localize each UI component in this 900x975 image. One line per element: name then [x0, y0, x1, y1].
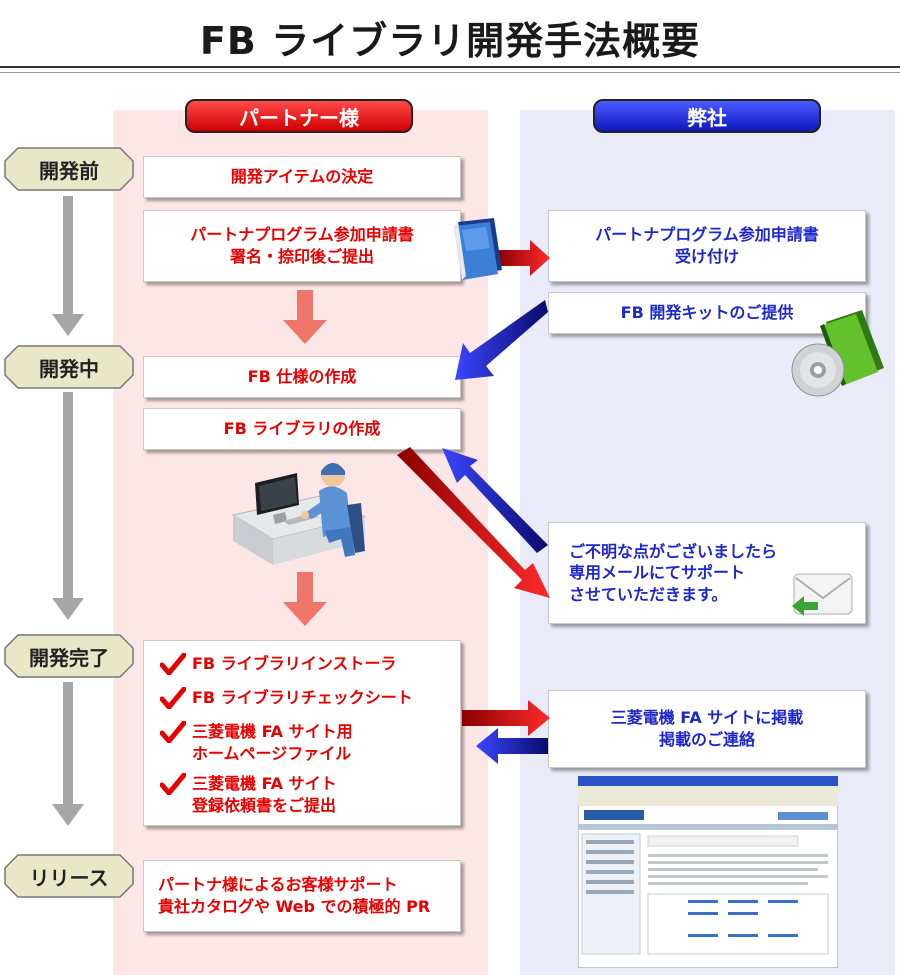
checklist-item-text: FB ライブラリインストーラ [192, 654, 397, 673]
box-mail-support-line1: ご不明な点がございましたら [569, 541, 778, 561]
check-icon [160, 653, 186, 675]
title-rule-thin [0, 72, 900, 73]
stage-release: リリース [4, 854, 134, 898]
stage-octagon-shape [4, 345, 134, 389]
checklist-item: 三菱電機 FA サイト 登録依頼書をご提出 [160, 773, 337, 816]
box-release-support-line1: パートナ様によるお客様サポート [158, 875, 398, 895]
checklist-item: FB ライブラリチェックシート [160, 687, 413, 709]
check-icon [160, 773, 186, 795]
arrow-library-to-support [397, 447, 550, 598]
stage-development-complete: 開発完了 [4, 634, 134, 678]
cd-package-icon [791, 310, 884, 397]
box-create-library: FB ライブラリの作成 [143, 408, 461, 450]
box-release-support: パートナ様によるお客様サポート 貴社カタログや Web での積極的 PR [143, 860, 461, 932]
box-decide-item: 開発アイテムの決定 [143, 156, 461, 198]
page-title: FB ライブラリ開発手法概要 [199, 19, 701, 63]
arrow-submit-to-receive [498, 240, 550, 276]
arrow-deliver-to-publish [462, 700, 550, 736]
book-icon [454, 218, 502, 280]
box-publish-site-line1: 三菱電機 FA サイトに掲載 [610, 708, 804, 728]
box-provide-kit: FB 開発キットのご提供 [548, 292, 866, 334]
arrow-kit-to-spec [455, 300, 548, 380]
box-create-spec-text: FB 仕様の作成 [247, 367, 357, 387]
stage-label: リリース [29, 865, 109, 890]
box-create-spec: FB 仕様の作成 [143, 356, 461, 398]
box-submit-application-line1: パートナプログラム参加申請書 [190, 225, 414, 245]
box-mail-support-line3: させていただきます。 [569, 584, 728, 604]
mail-icon [792, 573, 853, 616]
stage-in-development: 開発中 [4, 345, 134, 389]
stage-octagon-shape [4, 634, 134, 678]
box-decide-item-text: 開発アイテムの決定 [230, 167, 374, 187]
check-icon [160, 721, 186, 743]
partner-column-header: パートナー様 [185, 99, 413, 133]
box-receive-application-line1: パートナプログラム参加申請書 [595, 225, 819, 245]
box-deliverables-checklist: FB ライブラリインストーラ FB ライブラリチェックシート 三菱電機 FA サ… [143, 640, 461, 826]
stage-octagon-shape [4, 854, 134, 898]
checklist-item-text: 三菱電機 FA サイト 登録依頼書をご提出 [192, 774, 337, 815]
box-release-support-line2: 貴社カタログや Web での積極的 PR [158, 897, 431, 916]
website-screenshot-icon [578, 776, 838, 968]
arrow-support-to-library [442, 448, 548, 553]
us-column-header: 弊社 [593, 99, 821, 133]
check-icon [160, 687, 186, 709]
checklist-item: 三菱電機 FA サイト用 ホームページファイル [160, 721, 353, 764]
checklist-item: FB ライブラリインストーラ [160, 653, 396, 675]
box-mail-support-line2: 専用メールにてサポート [569, 563, 746, 583]
arrow-publish-to-partner [476, 728, 548, 764]
checklist-item-text: FB ライブラリチェックシート [192, 688, 413, 707]
stage-octagon-shape [4, 147, 134, 191]
worker-at-computer-icon [231, 463, 367, 565]
box-publish-site-line2: 掲載のご連絡 [658, 730, 755, 749]
box-create-library-text: FB ライブラリの作成 [223, 419, 381, 439]
stage-label: 開発中 [39, 356, 99, 381]
box-submit-application-line2: 署名・捺印後ご提出 [229, 247, 374, 266]
box-receive-application-line2: 受け付け [674, 247, 739, 266]
checklist-item-text: 三菱電機 FA サイト用 ホームページファイル [192, 722, 353, 763]
stage-label: 開発完了 [29, 645, 109, 670]
title-rule [0, 66, 900, 68]
box-receive-application: パートナプログラム参加申請書 受け付け [548, 210, 866, 282]
box-publish-site: 三菱電機 FA サイトに掲載 掲載のご連絡 [548, 690, 866, 768]
timeline-arrows [52, 196, 84, 826]
box-submit-application: パートナプログラム参加申請書 署名・捺印後ご提出 [143, 210, 461, 282]
stage-before-development: 開発前 [4, 147, 134, 191]
down-arrow-2 [283, 572, 327, 626]
box-provide-kit-text: FB 開発キットのご提供 [620, 303, 794, 323]
down-arrow-1 [283, 290, 327, 344]
stage-label: 開発前 [39, 158, 99, 183]
